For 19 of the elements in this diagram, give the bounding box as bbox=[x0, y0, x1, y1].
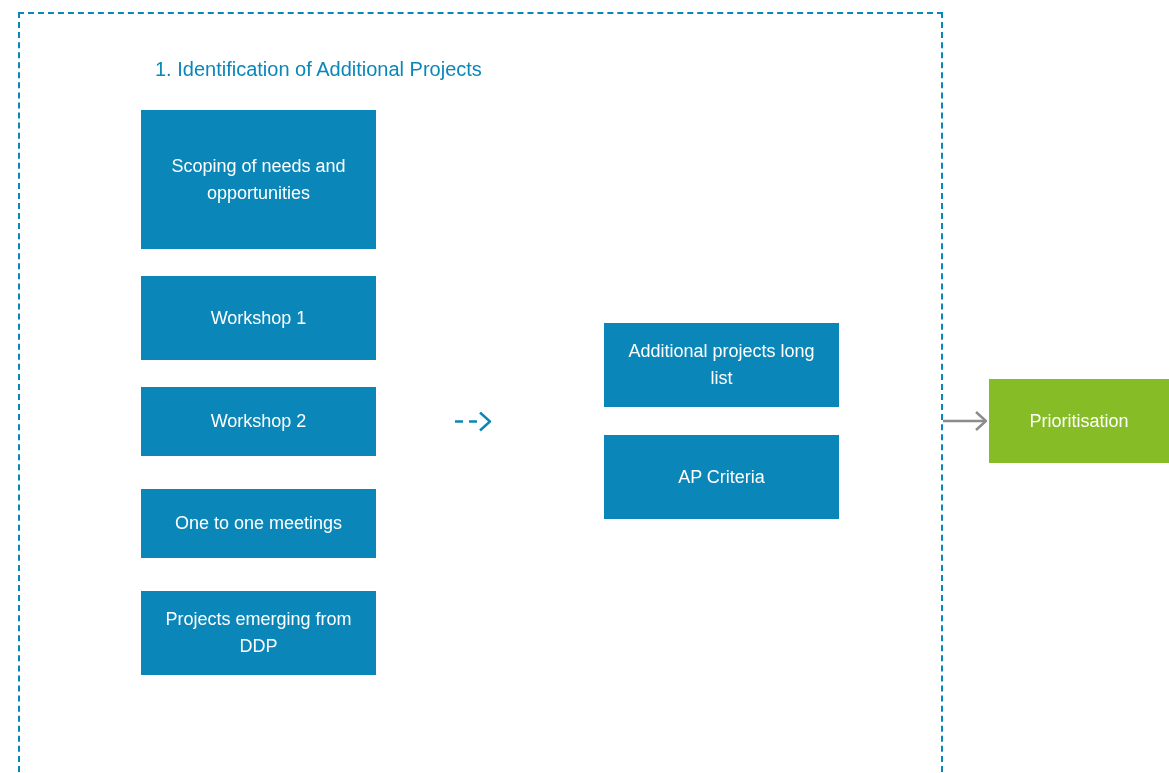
box-label: Workshop 2 bbox=[210, 410, 307, 433]
process-box bbox=[141, 591, 376, 675]
box-label: AP Criteria bbox=[678, 465, 765, 489]
process-box bbox=[141, 489, 376, 558]
box-label: Scoping of needs and opportunities bbox=[170, 154, 347, 205]
process-box bbox=[604, 435, 839, 519]
box-label: Additional projects long list bbox=[627, 340, 816, 390]
process-box bbox=[604, 323, 839, 407]
next-step-box bbox=[989, 379, 1169, 463]
box-label: Workshop 1 bbox=[210, 306, 307, 330]
frame-heading: 1. Identification of Additional Projects bbox=[155, 58, 482, 81]
process-box bbox=[141, 387, 376, 456]
process-box bbox=[141, 110, 376, 249]
box-label: Prioritisation bbox=[1029, 409, 1129, 433]
process-box bbox=[141, 276, 376, 360]
arrow bbox=[943, 410, 988, 432]
box-label: One to one meetings bbox=[174, 512, 343, 535]
dashed-frame bbox=[18, 12, 943, 773]
box-label: Projects emerging from DDP bbox=[164, 608, 353, 658]
